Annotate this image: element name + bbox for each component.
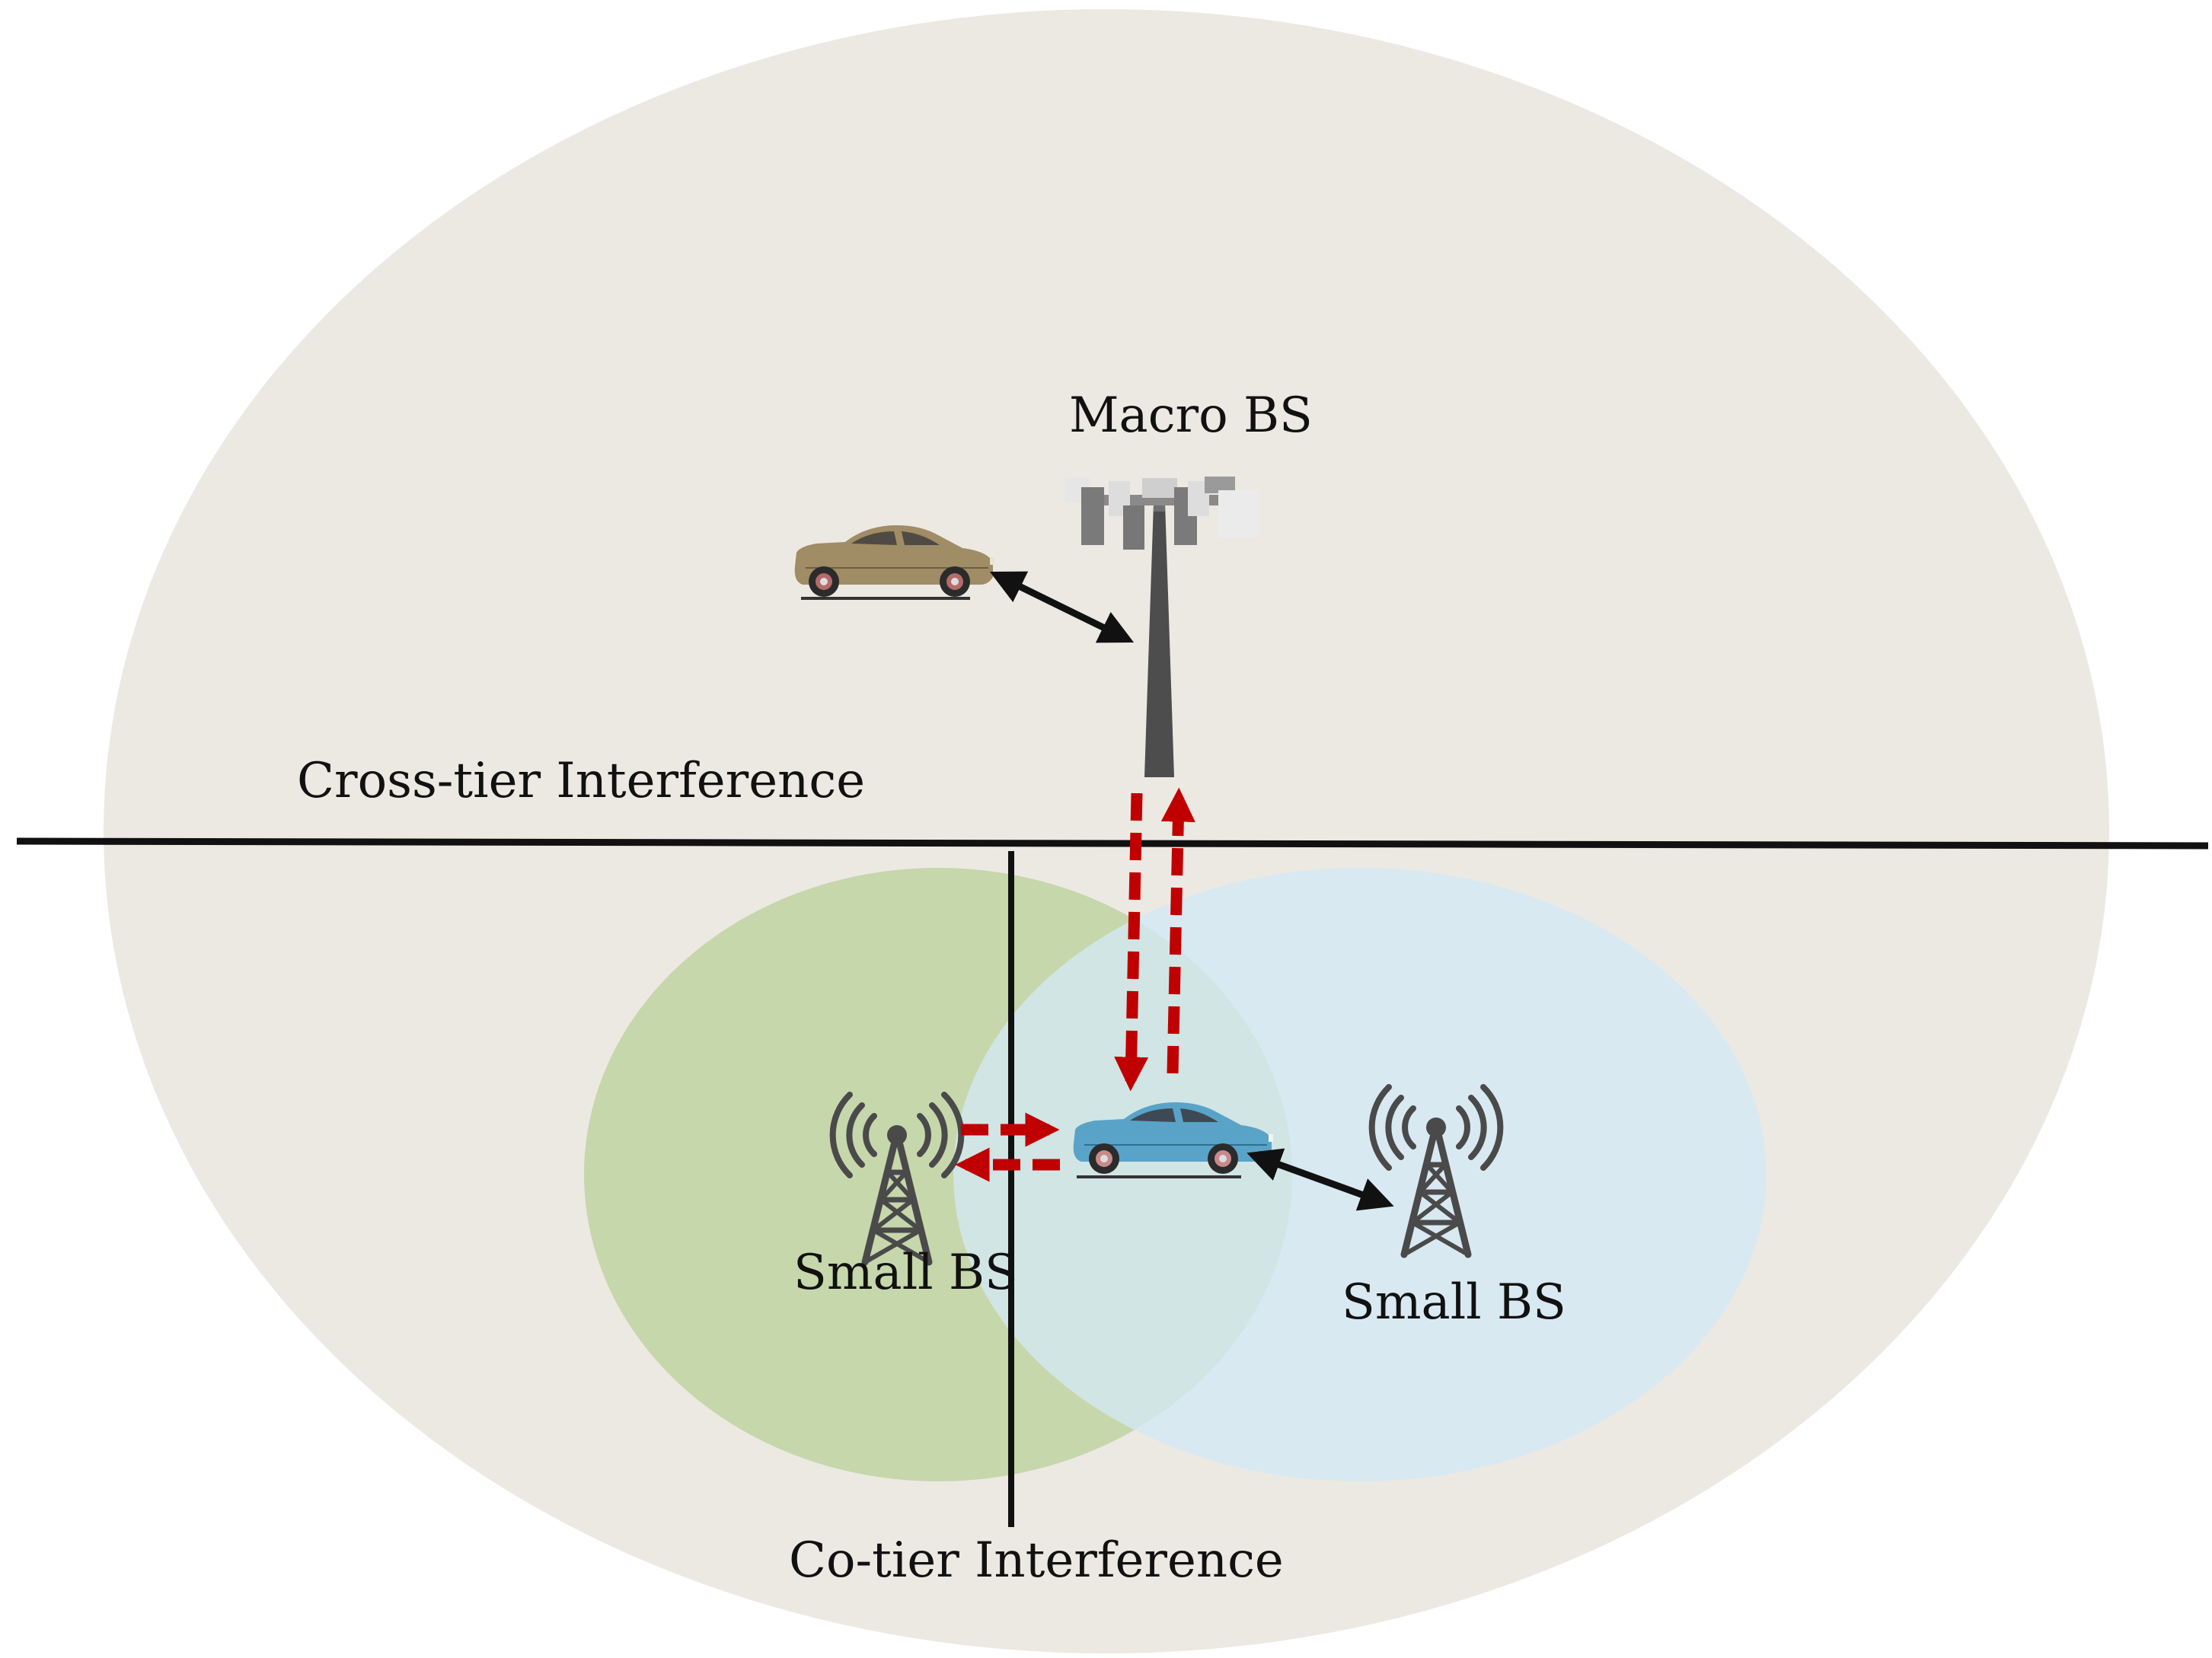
macro-link-arrow: [989, 571, 1135, 643]
macro-bs-label: Macro BS: [1069, 387, 1313, 444]
car-icon: [794, 525, 994, 600]
small-bs-left-label: Small BS: [793, 1245, 1018, 1301]
cross-tier-divider: [16, 837, 2209, 850]
small-bs-link-arrow: [1246, 1148, 1394, 1211]
co-tier-interference-label: Co-tier Interference: [789, 1532, 1284, 1589]
cross-tier-interference-arrow-down: [1114, 792, 1149, 1092]
macro-tower-icon: [1065, 477, 1259, 777]
small-bs-right-label: Small BS: [1342, 1274, 1566, 1331]
car-icon: [1073, 1102, 1273, 1178]
cross-tier-interference-arrow-up: [1160, 787, 1195, 1074]
cross-tier-interference-label: Cross-tier Interference: [297, 753, 866, 809]
small-cell-right-coverage: [953, 868, 1767, 1481]
